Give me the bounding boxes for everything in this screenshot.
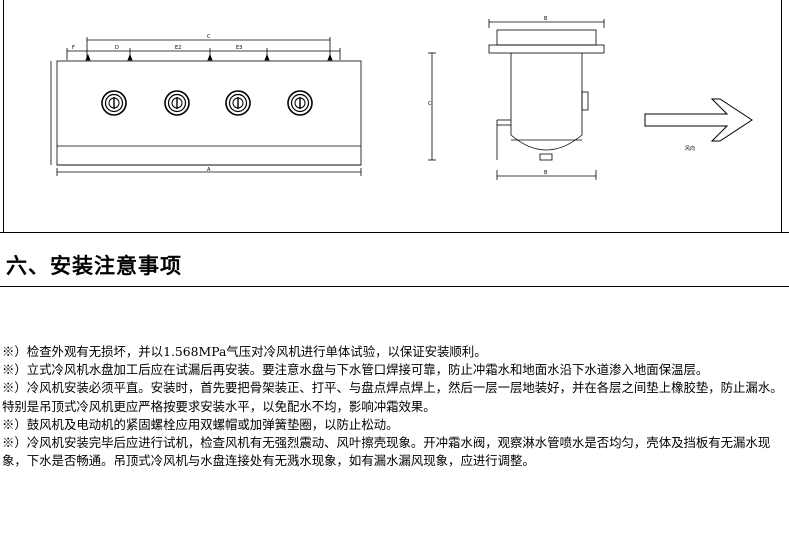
notes-list: ※）检查外观有无损坏，并以1.568MPa气压对冷风机进行单体试验，以保证安装顺… [2,343,786,470]
dim-side-top: B [544,16,548,22]
dim-side-bottom: B [544,170,548,176]
technical-drawing: C D E2 E3 F A [0,0,789,232]
fan-coil-2 [164,90,190,116]
note-item: ※）鼓风机及电动机的紧固螺栓应用双螺帽或加弹簧垫圈，以防止松动。 [2,416,399,432]
drawing-right-border [781,0,782,232]
front-view [50,37,362,176]
drawing-left-border [3,0,4,232]
dim-front-left: F [72,45,75,51]
divider-bottom [0,286,789,287]
note-item: ※）冷风机安装必须平直。安装时，首先要把骨架装正、打平、与盘点焊点焊上，然后一层… [2,380,783,414]
dim-front-top: C [207,34,211,40]
fan-coil-1 [101,90,127,116]
arrow-label: 风向 [685,145,695,152]
fan-coil-3 [225,90,251,116]
drawing-svg: C D E2 E3 F A [50,16,753,180]
dim-front-bottom: A [207,167,211,173]
dim-front-sub3: E3 [236,45,242,51]
side-view [428,19,605,180]
airflow-arrow-icon [644,98,753,142]
section-title: 六、安装注意事项 [6,254,182,278]
dim-side-left: C [428,101,432,107]
divider-top [0,232,789,233]
fan-coil-4 [287,90,313,116]
note-item: ※）冷风机安装完毕后应进行试机，检查风机有无强烈震动、风叶擦壳现象。开冲霜水阀，… [2,435,771,469]
note-item: ※）立式冷风机水盘加工后应在试漏后再安装。要注意水盘与下水管口焊接可靠，防止冲霜… [2,362,709,378]
dim-front-sub2: E2 [175,45,181,51]
note-item: ※）检查外观有无损坏，并以1.568MPa气压对冷风机进行单体试验，以保证安装顺… [2,344,487,359]
dim-front-sub1: D [115,45,119,51]
